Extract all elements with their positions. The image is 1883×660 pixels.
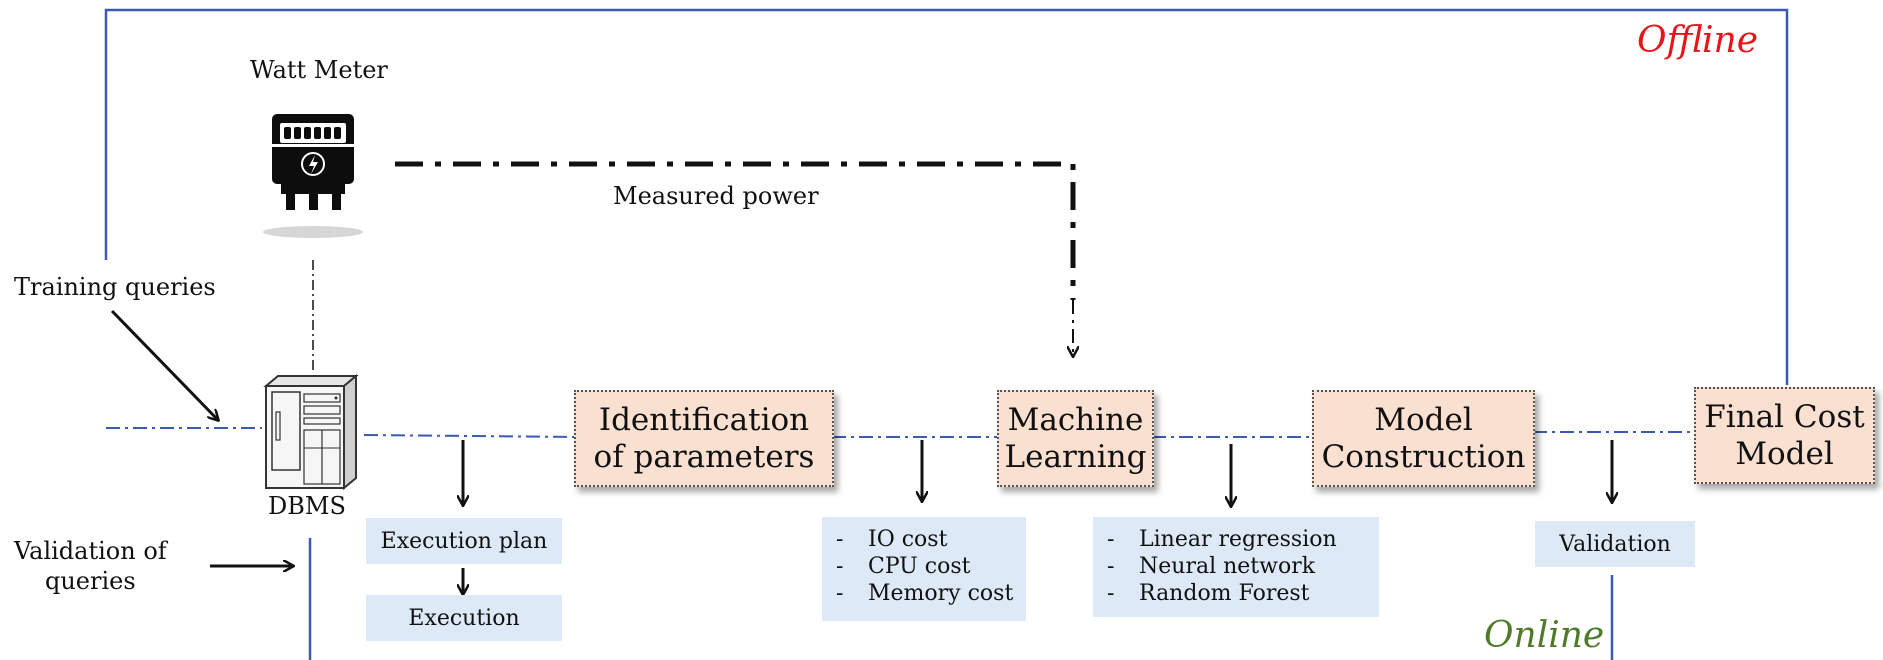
list-item: -Neural network [1107, 554, 1316, 579]
stage-label-line2: Construction [1321, 438, 1526, 475]
stage-final-cost-model: Final Cost Model [1694, 387, 1875, 484]
watt-meter-label: Watt Meter [250, 56, 388, 84]
measured-power-line [395, 161, 1073, 356]
list-item: -Linear regression [1107, 527, 1337, 552]
stage-label-line2: Learning [1004, 438, 1147, 475]
watt-meter-icon [263, 114, 363, 238]
stage-machine-learning: Machine Learning [997, 390, 1154, 487]
validation-queries-line1: Validation of [14, 537, 167, 565]
dbms-label: DBMS [268, 492, 346, 520]
stage-label-line1: Identification [598, 401, 810, 438]
training-queries-label: Training queries [14, 273, 216, 301]
stage-label-line1: Model [1374, 401, 1473, 438]
measured-power-label: Measured power [613, 182, 819, 210]
list-item: -Memory cost [836, 581, 1014, 606]
cost-list-box: -IO cost -CPU cost -Memory cost [822, 517, 1026, 621]
list-item: -CPU cost [836, 554, 971, 579]
execution-plan-box: Execution plan [366, 518, 562, 564]
online-label: Online [1484, 615, 1605, 656]
stage-identification-of-parameters: Identification of parameters [574, 390, 834, 487]
stage-model-construction: Model Construction [1312, 390, 1535, 487]
pipeline-line [106, 427, 1694, 438]
stage-label-line1: Machine [1007, 401, 1144, 438]
validation-queries-line2: queries [44, 567, 136, 595]
stage-label-line2: of parameters [593, 438, 815, 475]
offline-boundary [104, 8, 1789, 385]
validation-queries-label: Validation of queries [14, 537, 167, 595]
list-item: -Random Forest [1107, 581, 1310, 606]
server-tower-icon [263, 373, 359, 491]
methods-list-box: -Linear regression -Neural network -Rand… [1093, 517, 1379, 617]
list-item: -IO cost [836, 527, 948, 552]
execution-box: Execution [366, 595, 562, 641]
stage-label-line1: Final Cost [1704, 398, 1865, 435]
stage-label-line2: Model [1735, 435, 1834, 472]
training-queries-arrow [110, 309, 218, 420]
offline-label: Offline [1637, 20, 1759, 61]
validation-box: Validation [1535, 521, 1695, 567]
